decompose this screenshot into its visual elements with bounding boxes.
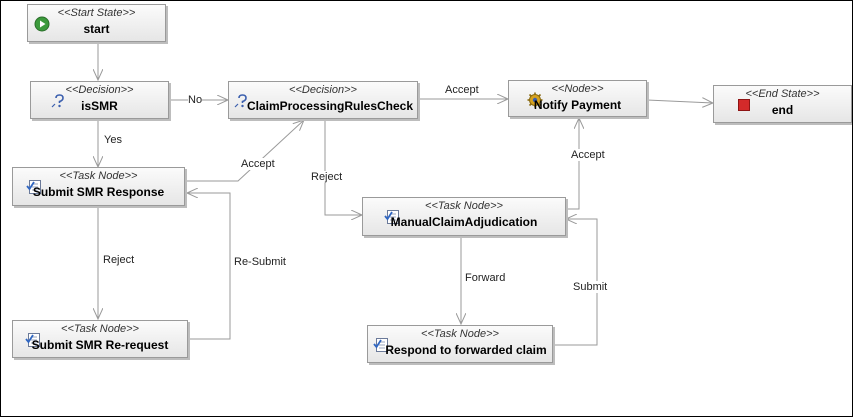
decision-icon xyxy=(234,93,250,109)
task-icon xyxy=(25,332,41,348)
node-stereotype: <<Task Node>> xyxy=(61,323,139,335)
node-submit-smr-rerequest[interactable]: <<Task Node>> Submit SMR Re-request xyxy=(12,320,188,358)
node-name: start xyxy=(83,22,110,36)
node-stereotype: <<Start State>> xyxy=(57,7,136,19)
edge-label-manual-accept: Accept xyxy=(571,149,605,161)
edge-label-smr-accept: Accept xyxy=(241,158,275,170)
decision-icon xyxy=(51,93,67,109)
edge-resubmit xyxy=(187,193,231,340)
task-icon xyxy=(373,337,389,353)
node-name: isSMR xyxy=(81,99,118,113)
node-stereotype: <<Node>> xyxy=(551,83,604,95)
edge-label-yes: Yes xyxy=(104,134,122,146)
node-name: Submit SMR Response xyxy=(32,185,165,199)
edge-label-smr-reject: Reject xyxy=(103,254,135,266)
edge-notify-to-end xyxy=(646,100,713,103)
node-stereotype: <<Decision>> xyxy=(65,84,134,96)
node-name: Respond to forwarded claim xyxy=(385,343,547,357)
node-stereotype: <<Task Node>> xyxy=(59,170,138,182)
edge-smr-accept xyxy=(185,120,304,182)
node-stereotype: <<Decision>> xyxy=(289,84,357,96)
edge-label-check-accept: Accept xyxy=(445,84,479,96)
gear-icon xyxy=(527,92,543,108)
node-stereotype: <<Task Node>> xyxy=(421,328,499,340)
edge-check-reject xyxy=(324,120,362,215)
node-is-smr[interactable]: <<Decision>> isSMR xyxy=(30,81,169,119)
node-name: Notify Payment xyxy=(533,98,622,112)
edge-label-no: No xyxy=(188,94,203,106)
edge-label-forward: Forward xyxy=(465,272,506,284)
edge-label-check-reject: Reject xyxy=(311,171,343,183)
task-icon xyxy=(26,179,42,195)
node-name: ClaimProcessingRulesCheck xyxy=(246,99,414,113)
node-name: Submit SMR Re-request xyxy=(31,338,169,352)
node-end[interactable]: <<End State>> end xyxy=(713,85,852,123)
node-manual-claim-adjudication[interactable]: <<Task Node>> ManualClaimAdjudication xyxy=(362,197,566,236)
task-icon xyxy=(384,209,400,225)
node-stereotype: <<End State>> xyxy=(745,88,820,100)
node-notify-payment[interactable]: <<Node>> Notify Payment xyxy=(508,80,647,117)
node-stereotype: <<Task Node>> xyxy=(425,200,503,212)
edge-label-resubmit: Re-Submit xyxy=(234,256,286,268)
stop-icon xyxy=(736,97,752,113)
node-name: ManualClaimAdjudication xyxy=(390,215,538,229)
node-respond-to-forwarded-claim[interactable]: <<Task Node>> Respond to forwarded claim xyxy=(367,325,553,363)
node-submit-smr-response[interactable]: <<Task Node>> Submit SMR Response xyxy=(12,167,185,206)
node-name: end xyxy=(771,103,794,117)
edge-manual-accept xyxy=(564,118,579,210)
play-icon xyxy=(34,16,50,32)
edge-label-submit: Submit xyxy=(573,281,608,293)
node-start[interactable]: <<Start State>> start xyxy=(27,4,166,42)
node-claim-processing-rules-check[interactable]: <<Decision>> ClaimProcessingRulesCheck xyxy=(228,81,418,119)
